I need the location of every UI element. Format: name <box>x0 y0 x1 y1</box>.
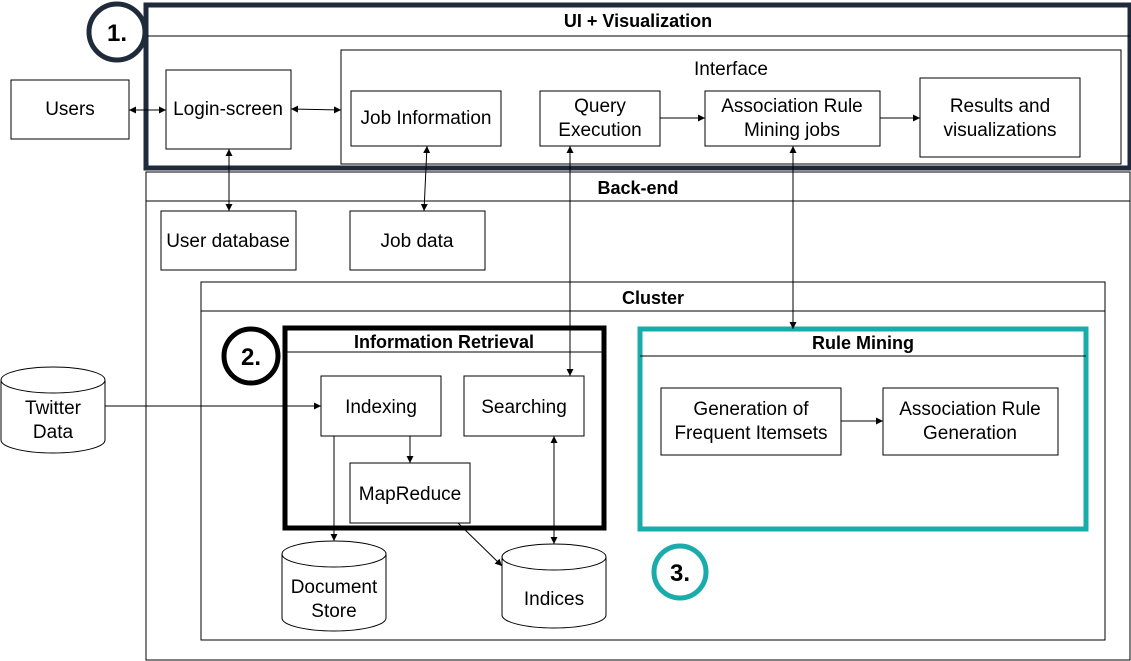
badge-3: 3. <box>651 543 709 601</box>
twitter-data-label-2: Data <box>33 422 74 443</box>
ui-visualization-title: UI + Visualization <box>564 11 712 31</box>
frequent-itemsets-box: Generation of Frequent Itemsets <box>660 387 842 456</box>
document-store-label-2: Store <box>311 601 356 622</box>
query-execution-box: Query Execution <box>539 90 661 147</box>
mapreduce-indices-arrow <box>457 522 503 567</box>
searching-box: Searching <box>463 375 585 437</box>
indices-label: Indices <box>524 589 584 610</box>
badge-2-label: 2. <box>241 344 261 371</box>
backend-title: Back-end <box>597 178 678 198</box>
badge-1: 1. <box>86 1 148 63</box>
badge-3-label: 3. <box>670 560 690 587</box>
users-box: Users <box>10 79 130 140</box>
indexing-label: Indexing <box>345 397 417 418</box>
searching-label: Searching <box>481 397 567 418</box>
user-database-label: User database <box>166 231 290 252</box>
query-execution-label-1: Query <box>574 96 626 117</box>
association-rule-generation-box: Association Rule Generation <box>882 387 1059 456</box>
frequent-itemsets-label-1: Generation of <box>693 399 809 420</box>
twitter-data-store: Twitter Data <box>0 366 106 454</box>
results-visualizations-box: Results and visualizations <box>919 77 1081 158</box>
frequent-itemsets-label-2: Frequent Itemsets <box>674 423 827 444</box>
document-store: Document Store <box>281 540 387 632</box>
badge-1-label: 1. <box>107 20 127 47</box>
job-information-box: Job Information <box>350 90 502 147</box>
connectors <box>105 105 920 567</box>
information-retrieval-title: Information Retrieval <box>354 332 534 352</box>
badge-2: 2. <box>221 326 281 386</box>
association-rule-generation-label-2: Generation <box>923 423 1017 444</box>
association-rule-mining-jobs-label-1: Association Rule <box>721 96 863 117</box>
association-rule-generation-label-1: Association Rule <box>899 399 1041 420</box>
indexing-box: Indexing <box>320 375 442 437</box>
login-screen-box: Login-screen <box>165 69 292 150</box>
association-rule-mining-jobs-label-2: Mining jobs <box>744 120 840 141</box>
association-rule-mining-jobs-box: Association Rule Mining jobs <box>704 90 881 147</box>
twitter-data-label-1: Twitter <box>25 398 82 419</box>
login-screen-label: Login-screen <box>173 99 283 120</box>
mapreduce-label: MapReduce <box>359 484 461 505</box>
jobinfo-jobdata-arrow <box>420 145 431 212</box>
job-information-label: Job Information <box>361 108 492 129</box>
results-visualizations-label-1: Results and <box>950 96 1050 117</box>
indices-store: Indices <box>501 543 607 629</box>
job-data-box: Job data <box>349 210 486 271</box>
users-label: Users <box>45 99 95 120</box>
cluster-title: Cluster <box>622 288 684 308</box>
job-data-label: Job data <box>381 231 454 252</box>
login-interface-arrow <box>290 105 342 114</box>
user-database-box: User database <box>160 210 297 271</box>
results-visualizations-label-2: visualizations <box>944 120 1057 141</box>
mapreduce-box: MapReduce <box>349 462 471 524</box>
rule-mining-title: Rule Mining <box>812 333 914 353</box>
query-execution-label-2: Execution <box>558 120 641 141</box>
document-store-label-1: Document <box>291 577 378 598</box>
interface-title: Interface <box>694 59 768 80</box>
